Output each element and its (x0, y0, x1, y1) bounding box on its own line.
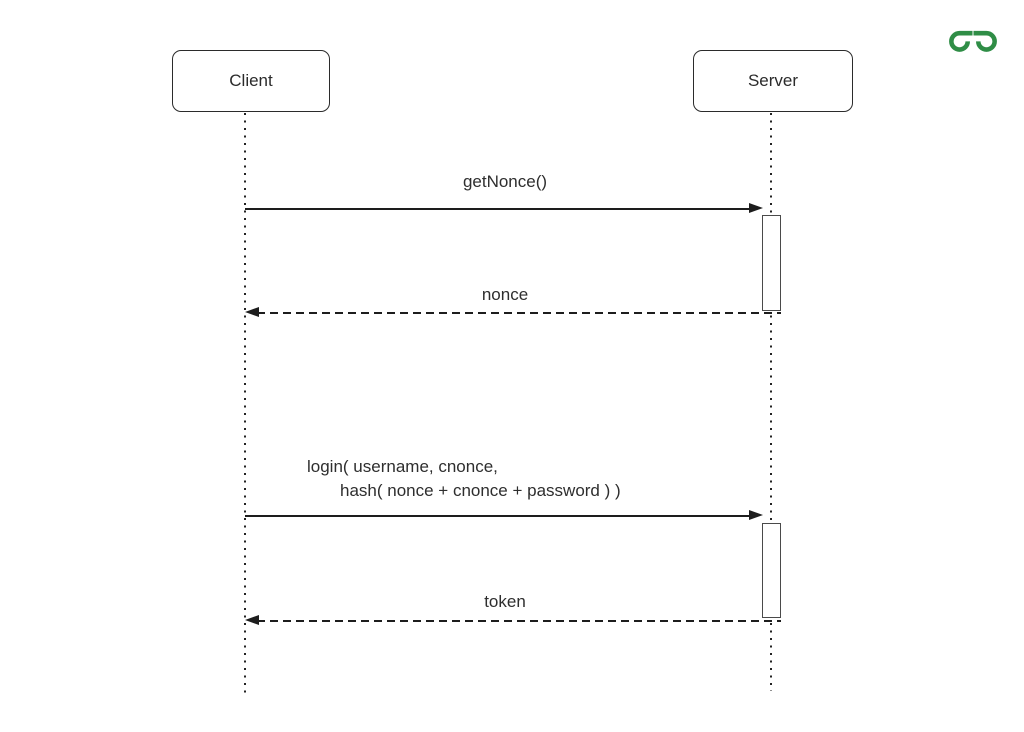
logo-left-g (949, 30, 973, 52)
message-line-login (245, 515, 750, 517)
message-label-token: token (484, 592, 526, 611)
server-activation-1 (762, 215, 781, 311)
actor-client: Client (172, 50, 330, 112)
message-label-login-line2: hash( nonce + cnonce + password ) ) (340, 481, 621, 500)
geeksforgeeks-logo-icon (949, 30, 997, 52)
message-label-nonce: nonce (481, 285, 529, 304)
message-line-token (257, 620, 781, 622)
server-lifeline (770, 113, 772, 691)
client-lifeline (244, 113, 246, 698)
arrowhead-left-nonce-icon (245, 307, 259, 317)
message-line-getnonce (245, 208, 750, 210)
arrowhead-right-login-icon (749, 510, 763, 520)
message-line-nonce (257, 312, 781, 314)
message-label-login-line1: login( username, cnonce, (307, 457, 498, 476)
server-activation-2 (762, 523, 781, 618)
actor-server: Server (693, 50, 853, 112)
logo-right-g (973, 30, 997, 52)
arrowhead-right-getnonce-icon (749, 203, 763, 213)
geeksforgeeks-logo (948, 22, 998, 54)
arrowhead-left-token-icon (245, 615, 259, 625)
actor-server-label: Server (747, 71, 799, 90)
message-label-getnonce: getNonce() (462, 172, 548, 191)
actor-client-label: Client (229, 71, 273, 90)
